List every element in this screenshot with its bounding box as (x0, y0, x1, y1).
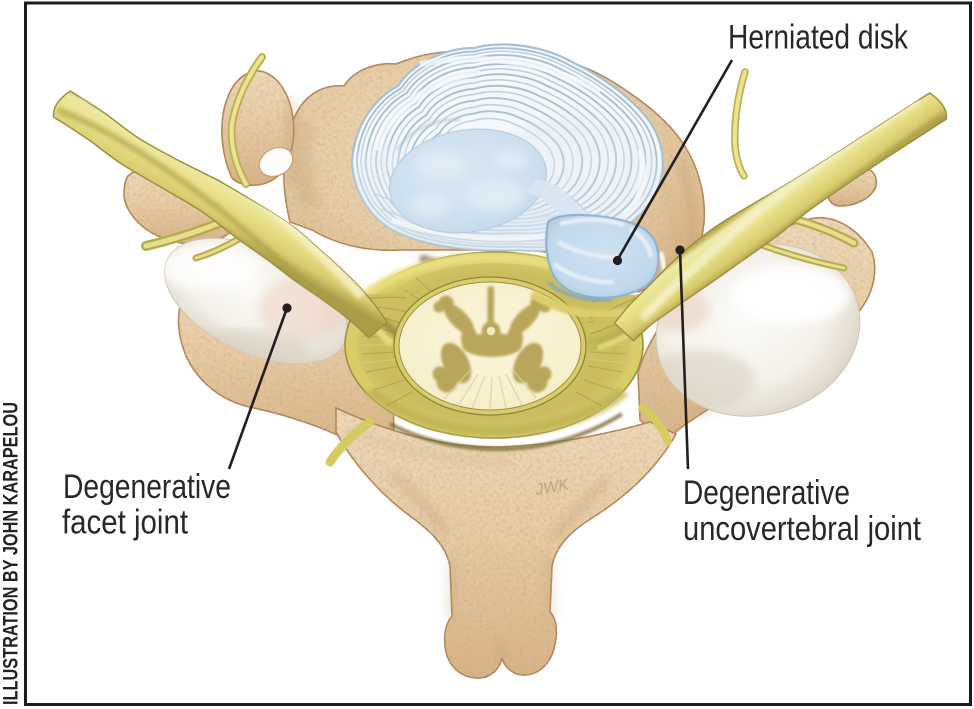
svg-text:Herniated disk: Herniated disk (728, 19, 909, 57)
svg-text:ILLUSTRATION BY JOHN KARAPELOU: ILLUSTRATION BY JOHN KARAPELOU (0, 402, 23, 705)
svg-text:facet joint: facet joint (62, 504, 188, 542)
svg-text:Degenerative: Degenerative (683, 474, 850, 512)
svg-text:Degenerative: Degenerative (63, 468, 231, 506)
svg-text:JWK: JWK (533, 476, 572, 499)
svg-text:uncovertebral joint: uncovertebral joint (683, 510, 921, 548)
